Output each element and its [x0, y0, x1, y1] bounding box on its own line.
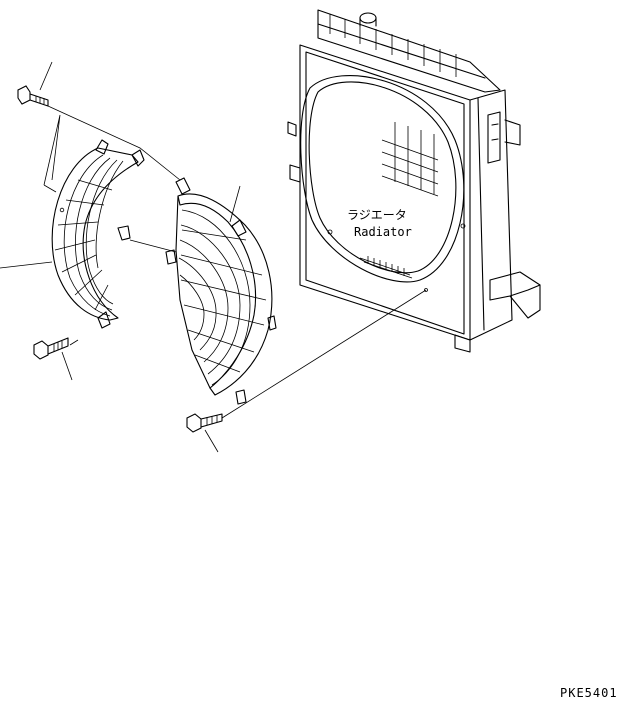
right-fan-guard [165, 177, 277, 405]
leader-lines [0, 61, 427, 453]
left-fan-guard [51, 139, 145, 329]
radiator: ラジエータ Radiator [287, 9, 541, 353]
radiator-label-en: Radiator [354, 225, 412, 239]
drawing-code: PKE5401 [560, 686, 618, 700]
radiator-label-jp: ラジエータ [347, 208, 407, 222]
bolt-top [17, 85, 49, 107]
bolt-lower-left [33, 337, 69, 360]
bolt-bottom [186, 413, 223, 433]
